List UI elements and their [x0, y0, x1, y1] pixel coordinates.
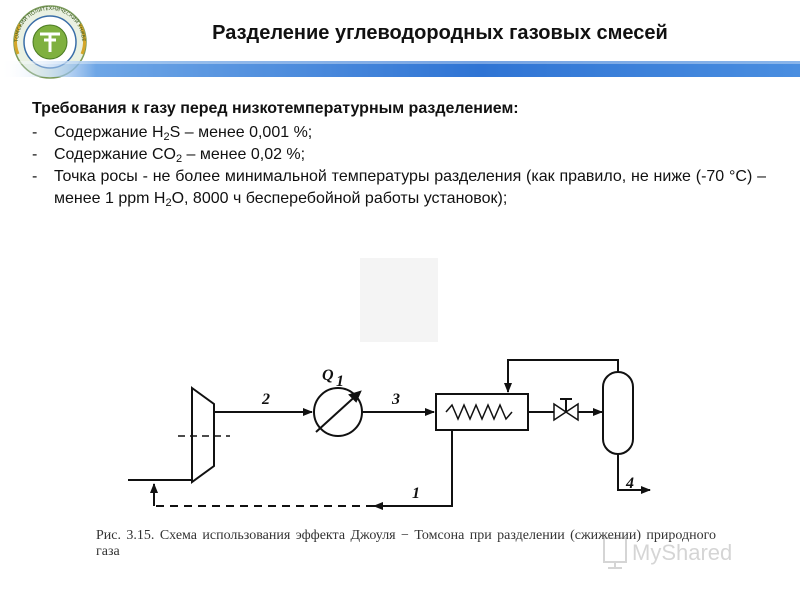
stream-label-4: 4: [625, 475, 634, 492]
compressor: [191, 386, 215, 484]
requirement-text: Содержание H2S – менее 0,001 %;: [54, 124, 313, 143]
watermark-text: MyShared: [632, 540, 732, 565]
heat-exchanger: [435, 393, 529, 431]
requirement-item-co2: - Содержание CO2 – менее 0,02 %;: [32, 144, 766, 166]
stream-label-3: 3: [391, 391, 400, 408]
heat-removal-label: Q: [322, 367, 334, 384]
stream-label-2: 2: [261, 391, 270, 408]
requirement-text: Точка росы - не более минимальной темпер…: [54, 168, 766, 209]
joule-thomson-diagram: Q 1 2 3 1 4: [128, 359, 651, 510]
requirement-item-h2s: - Содержание H2S – менее 0,001 %;: [32, 122, 766, 144]
requirement-text: Содержание CO2 – менее 0,02 %;: [54, 146, 306, 165]
figure-caption: Рис. 3.15. Схема использования эффекта Д…: [96, 528, 716, 559]
watermark: MyShared: [603, 537, 732, 569]
requirements-block: Требования к газу перед низкотемпературн…: [32, 98, 766, 210]
university-logo: ТОМСКИЙ ПОЛИТЕХНИЧЕСКИЙ УНИВЕРСИТЕТ: [4, 2, 87, 79]
requirement-item-dew-point: - Точка росы - не более минимальной темп…: [32, 166, 766, 210]
list-dash: -: [32, 168, 38, 185]
header-band: [0, 61, 800, 77]
heat-removal-subscript: 1: [336, 373, 344, 390]
requirements-heading: Требования к газу перед низкотемпературн…: [32, 100, 519, 117]
list-dash: -: [32, 146, 38, 163]
slide-title: Разделение углеводородных газовых смесей: [212, 22, 668, 44]
faded-image-area: [360, 258, 438, 342]
stream-label-1: 1: [412, 485, 420, 502]
separator: [602, 371, 634, 455]
list-dash: -: [32, 124, 38, 141]
